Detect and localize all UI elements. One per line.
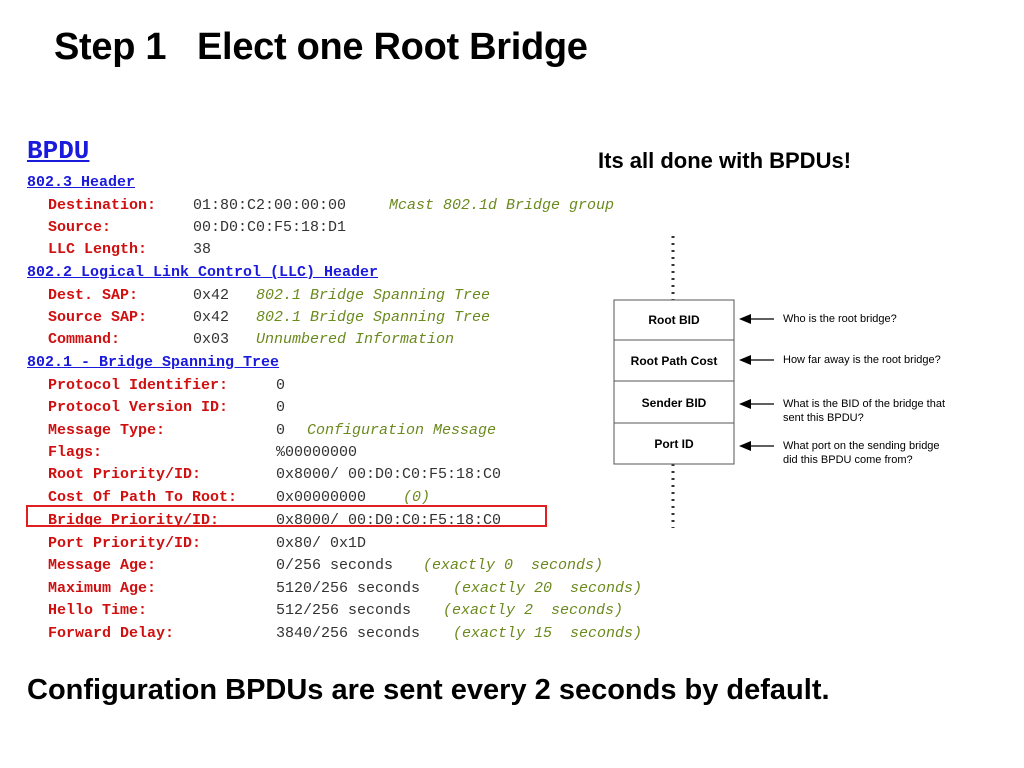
- field-label: LLC Length:: [48, 241, 148, 258]
- field-stack: [613, 299, 735, 465]
- field-label: Source SAP:: [48, 309, 148, 326]
- field-comment: (0): [403, 489, 431, 506]
- field-label: Command:: [48, 331, 121, 348]
- arrow-icon: [739, 441, 774, 451]
- field-comment: 802.1 Bridge Spanning Tree: [256, 309, 491, 326]
- field-comment: (exactly 0 seconds): [423, 557, 604, 574]
- field-comment: (exactly 2 seconds): [443, 602, 624, 619]
- note-sender-bid-line2: sent this BPDU?: [783, 412, 864, 424]
- bpdu-field-diagram: Root BID Root Path Cost Sender BID Port …: [613, 236, 945, 528]
- field-value-highlighted: 0x8000/ 00:D0:C0:F5:18:C0: [276, 512, 502, 529]
- field-label: Flags:: [48, 444, 103, 461]
- field-label: Message Type:: [48, 422, 166, 439]
- tagline: Its all done with BPDUs!: [598, 148, 852, 173]
- highlight-box: [26, 505, 547, 527]
- section-header-8023: 802.3 Header: [27, 174, 136, 191]
- field-sender-bid: Sender BID: [642, 396, 707, 410]
- note-port-id-line2: did this BPDU come from?: [783, 454, 913, 466]
- field-label: Hello Time:: [48, 602, 148, 619]
- field-value: %00000000: [276, 444, 358, 461]
- section-header-8022: 802.2 Logical Link Control (LLC) Header: [27, 264, 379, 281]
- arrow-icon: [739, 314, 774, 324]
- field-value: 0: [276, 377, 286, 394]
- field-comment: Mcast 802.1d Bridge group: [389, 197, 615, 214]
- field-comment: (exactly 15 seconds): [453, 625, 643, 642]
- field-label: Protocol Identifier:: [48, 377, 229, 394]
- field-label: Protocol Version ID:: [48, 399, 229, 416]
- field-comment: (exactly 20 seconds): [453, 580, 643, 597]
- field-value: 5120/256 seconds: [276, 580, 421, 597]
- note-root-bid: Who is the root bridge?: [783, 313, 897, 325]
- field-label: Port Priority/ID:: [48, 535, 202, 552]
- field-comment: 802.1 Bridge Spanning Tree: [256, 287, 491, 304]
- field-label: Dest. SAP:: [48, 287, 139, 304]
- field-label-highlighted: Bridge Priority/ID:: [48, 512, 220, 529]
- field-label: Root Priority/ID:: [48, 466, 202, 483]
- field-root-bid: Root BID: [648, 313, 700, 327]
- field-label: Source:: [48, 219, 112, 236]
- note-root-path-cost: How far away is the root bridge?: [783, 354, 941, 366]
- field-value: 3840/256 seconds: [276, 625, 421, 642]
- field-value: 0x42: [193, 287, 230, 304]
- field-value: 00:D0:C0:F5:18:D1: [193, 219, 347, 236]
- field-value: 0x80/ 0x1D: [276, 535, 367, 552]
- field-label: Forward Delay:: [48, 625, 175, 642]
- field-value: 0x03: [193, 331, 230, 348]
- field-value: 0/256 seconds: [276, 557, 394, 574]
- field-value: 0x00000000: [276, 489, 367, 506]
- field-port-id: Port ID: [654, 437, 694, 451]
- field-value: 0: [276, 399, 286, 416]
- field-label: Message Age:: [48, 557, 157, 574]
- footer-statement: Configuration BPDUs are sent every 2 sec…: [27, 674, 830, 706]
- note-port-id-line1: What port on the sending bridge: [783, 440, 940, 452]
- field-root-path-cost: Root Path Cost: [631, 354, 718, 368]
- field-label: Maximum Age:: [48, 580, 157, 597]
- arrow-icon: [739, 399, 774, 409]
- field-label: Destination:: [48, 197, 157, 214]
- note-sender-bid-line1: What is the BID of the bridge that: [783, 398, 945, 410]
- field-value: 38: [193, 241, 212, 258]
- page-title: Step 1 Elect one Root Bridge: [54, 26, 588, 68]
- field-comment: Unnumbered Information: [256, 331, 455, 348]
- field-value: 0x42: [193, 309, 230, 326]
- field-label: Cost Of Path To Root:: [48, 489, 238, 506]
- field-value: 01:80:C2:00:00:00: [193, 197, 347, 214]
- bpdu-heading: BPDU: [27, 136, 90, 166]
- field-value: 0x8000/ 00:D0:C0:F5:18:C0: [276, 466, 502, 483]
- arrow-icon: [739, 355, 774, 365]
- field-value: 512/256 seconds: [276, 602, 412, 619]
- field-value: 0: [276, 422, 286, 439]
- field-comment: Configuration Message: [307, 422, 497, 439]
- section-header-8021: 802.1 - Bridge Spanning Tree: [27, 354, 280, 371]
